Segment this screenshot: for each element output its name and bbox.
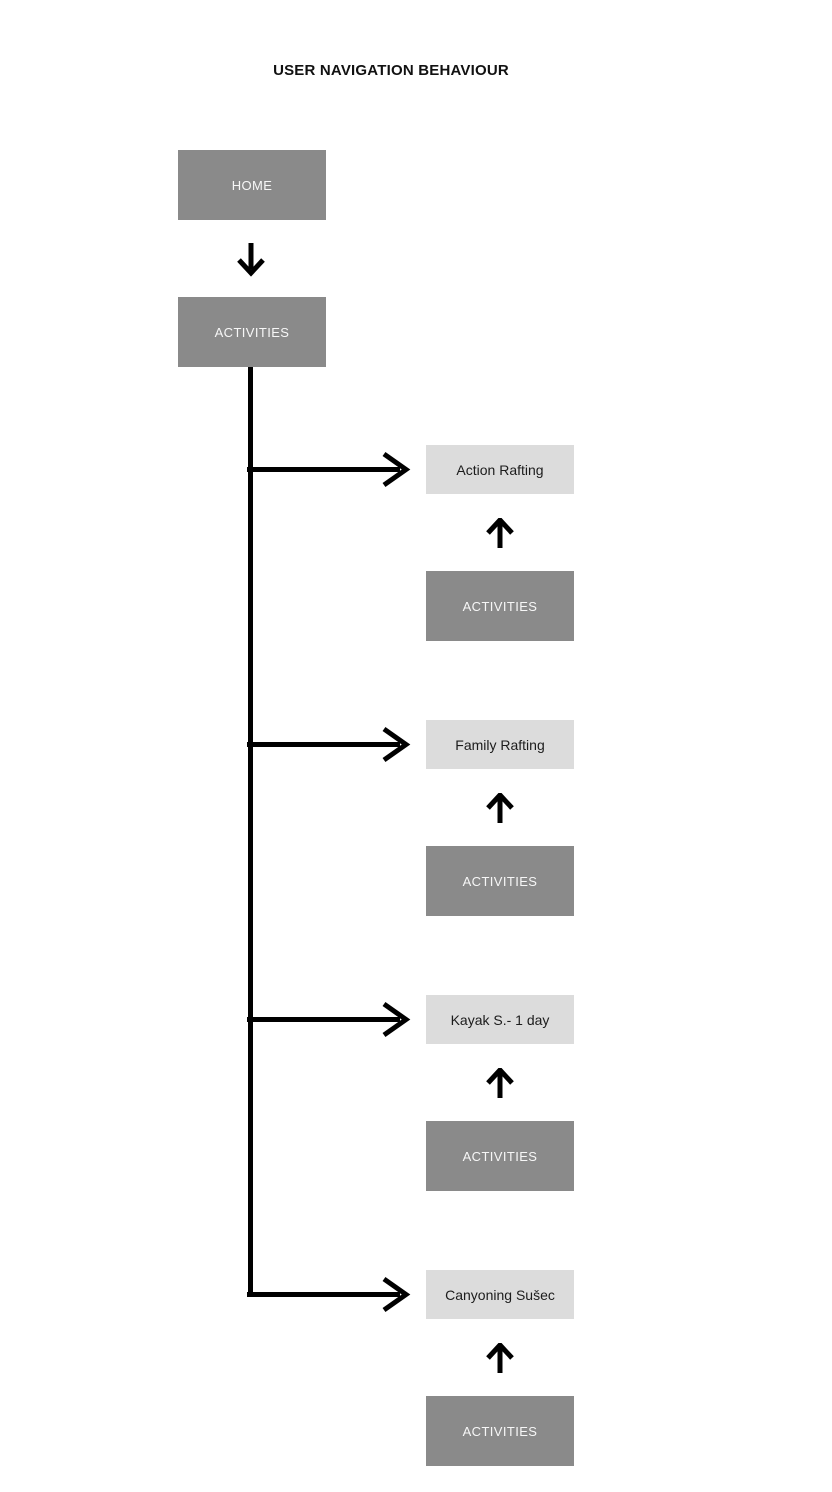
node-activities-label: ACTIVITIES [214, 324, 290, 340]
branch-action-rafting: Action Rafting ACTIVITIES [0, 445, 832, 641]
vertical-connector-line [248, 367, 253, 1297]
node-return-source: ACTIVITIES [426, 571, 574, 641]
node-destination-page: Action Rafting [426, 445, 574, 494]
return-source-label: ACTIVITIES [462, 873, 538, 889]
node-destination-page: Kayak S.- 1 day [426, 995, 574, 1044]
node-return-source: ACTIVITIES [426, 1396, 574, 1466]
destination-page-label: Family Rafting [455, 736, 545, 753]
right-arrow-icon [247, 1276, 411, 1313]
right-arrow-icon [247, 1001, 411, 1038]
destination-page-label: Kayak S.- 1 day [450, 1011, 550, 1028]
up-arrow-icon [486, 793, 514, 823]
node-home-label: HOME [231, 177, 273, 193]
node-return-source: ACTIVITIES [426, 1121, 574, 1191]
up-arrow-icon [486, 518, 514, 548]
return-source-label: ACTIVITIES [462, 1148, 538, 1164]
page-title: USER NAVIGATION BEHAVIOUR [273, 62, 509, 79]
branch-kayak-1-day: Kayak S.- 1 day ACTIVITIES [0, 995, 832, 1191]
node-home: HOME [178, 150, 326, 220]
up-arrow-icon [486, 1343, 514, 1373]
return-source-label: ACTIVITIES [462, 1423, 538, 1439]
down-arrow-icon [237, 243, 265, 277]
node-return-source: ACTIVITIES [426, 846, 574, 916]
branch-family-rafting: Family Rafting ACTIVITIES [0, 720, 832, 916]
node-activities: ACTIVITIES [178, 297, 326, 367]
return-source-label: ACTIVITIES [462, 598, 538, 614]
right-arrow-icon [247, 726, 411, 763]
node-destination-page: Canyoning Sušec [426, 1270, 574, 1319]
node-destination-page: Family Rafting [426, 720, 574, 769]
branch-canyoning-susec: Canyoning Sušec ACTIVITIES [0, 1270, 832, 1466]
right-arrow-icon [247, 451, 411, 488]
destination-page-label: Canyoning Sušec [445, 1286, 555, 1303]
up-arrow-icon [486, 1068, 514, 1098]
destination-page-label: Action Rafting [456, 461, 544, 478]
